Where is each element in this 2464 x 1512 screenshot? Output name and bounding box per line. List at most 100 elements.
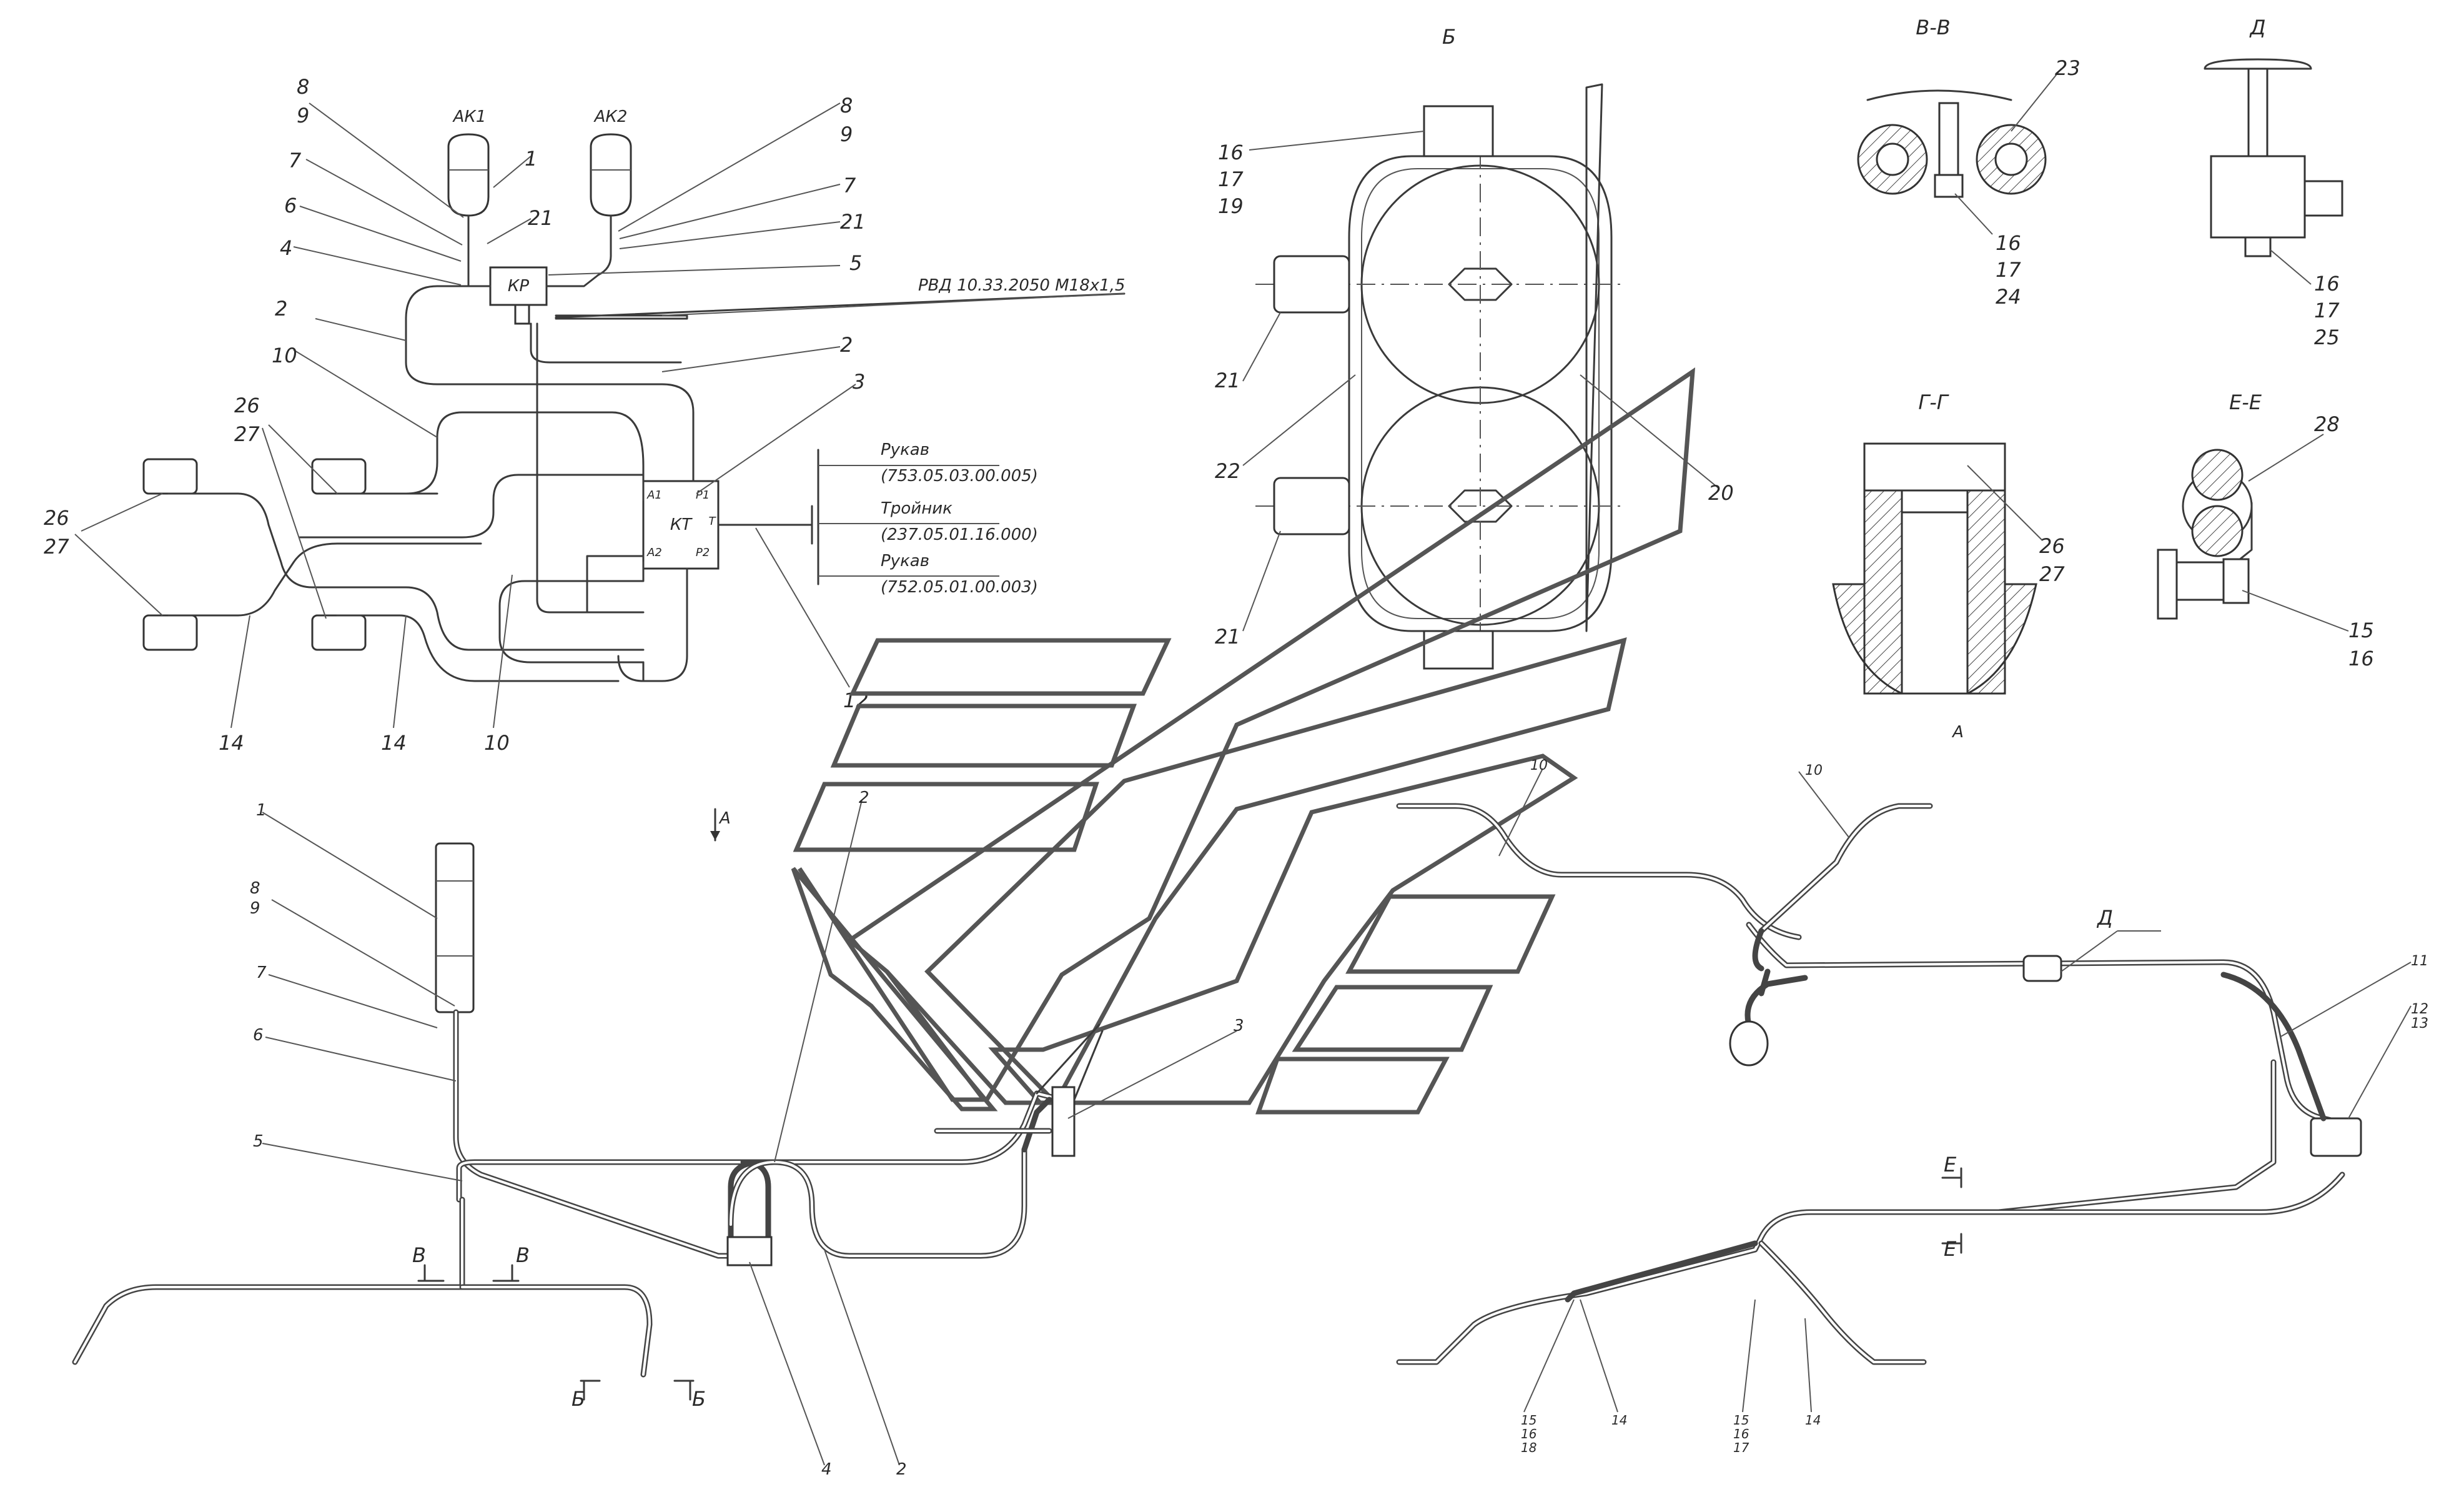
sch-pos-27b: 27 [44, 535, 69, 559]
section-e-top: Е [1944, 1153, 1957, 1176]
asm-pos-8: 8 [250, 879, 260, 898]
sch-pos-4: 4 [280, 236, 292, 260]
callout-sleeve-1: Рукав [881, 440, 929, 459]
ee-pos-16: 16 [2348, 647, 2374, 670]
sch-pos-14b: 14 [381, 731, 407, 755]
brake-valve-3 [1051, 1086, 1076, 1157]
sch-pos-7b: 7 [843, 174, 856, 197]
sch-pos-26a: 26 [234, 394, 260, 417]
section-b-left: Б [571, 1387, 585, 1411]
callout-sleeve-1-code: (753.05.03.00.005) [881, 467, 1038, 485]
accumulator-main [435, 842, 475, 1013]
section-gg-detail: Г-Г 26 27 А [1832, 390, 2065, 742]
section-markers: А В В Б Б Е Е Д [412, 808, 2161, 1411]
callout-sleeve-2: Рукав [881, 552, 929, 570]
asm-pos-16b: 16 [1733, 1426, 1749, 1441]
asm-pos-15b: 15 [1733, 1413, 1749, 1428]
assembly-leaders [262, 768, 2412, 1466]
asm-pos-6: 6 [253, 1026, 264, 1045]
asm-pos-17: 17 [1733, 1440, 1749, 1455]
block-kt [642, 480, 720, 570]
asm-pos-12: 12 [2411, 1002, 2428, 1017]
section-e-bottom: Е [1944, 1237, 1957, 1261]
asm-pos-15a: 15 [1521, 1413, 1536, 1428]
cylinder-3 [142, 614, 198, 651]
section-vv-detail: В-В 23 16 17 24 [1857, 16, 2081, 309]
asm-pos-16a: 16 [1521, 1426, 1536, 1441]
kr-label: КР [508, 277, 529, 296]
sch-pos-9b: 9 [840, 122, 853, 146]
kt-label: КТ [670, 515, 693, 534]
vd-pos-16: 16 [2314, 272, 2340, 296]
port-a1: А1 [646, 489, 662, 502]
sch-pos-8b: 8 [840, 94, 853, 117]
ee-pos-15: 15 [2348, 619, 2374, 642]
asm-pos-10a: 10 [1530, 758, 1548, 773]
vb-pos-16: 16 [1218, 141, 1244, 164]
vb-pos-21a: 21 [1215, 369, 1240, 392]
cylinder-4 [311, 614, 367, 651]
sch-pos-7a: 7 [289, 149, 302, 172]
vb-pos-19: 19 [1218, 194, 1244, 218]
callout-sleeve-2-code: (752.05.01.00.003) [881, 578, 1038, 597]
vd-pos-17: 17 [2314, 299, 2340, 322]
actuator-d [2022, 955, 2062, 982]
vb-pos-17: 17 [1218, 167, 1244, 191]
sch-pos-14a: 14 [219, 731, 244, 755]
cylinder-1 [142, 458, 198, 495]
asm-pos-3: 3 [1234, 1017, 1244, 1035]
accumulator-ak1 [447, 133, 490, 259]
callout-tee-code: (237.05.01.16.000) [881, 525, 1038, 544]
sch-pos-10a: 10 [272, 344, 297, 367]
callout-tee: Тройник [881, 499, 952, 518]
port-p2: Р2 [696, 546, 710, 559]
asm-pos-11: 11 [2411, 953, 2428, 969]
sch-pos-6: 6 [284, 194, 297, 217]
asm-pos-1: 1 [256, 801, 267, 820]
sch-pos-21a: 21 [528, 206, 553, 230]
sch-pos-10b: 10 [484, 731, 510, 755]
port-t: Т [709, 515, 717, 528]
asm-pos-2b: 2 [896, 1460, 907, 1479]
sch-pos-5: 5 [849, 251, 862, 275]
vv-pos-16: 16 [1996, 231, 2021, 255]
section-ee-title: Е-Е [2229, 390, 2262, 414]
hydraulic-schematic: АК1 АК2 КР КТ А1 А2 Р1 Р2 Т РВД 10.33.20… [44, 75, 1126, 755]
view-d-title: Д [2249, 16, 2266, 39]
vb-pos-20: 20 [1708, 481, 1734, 505]
sch-pos-27a: 27 [234, 422, 260, 446]
view-d-mark: Д [2096, 906, 2113, 930]
section-ee-detail: Е-Е 28 15 16 [2157, 390, 2374, 670]
ee-pos-28: 28 [2314, 412, 2340, 436]
sch-pos-21b: 21 [840, 210, 866, 234]
accumulator-ak2 [590, 133, 632, 237]
view-b-title: Б [1442, 25, 1456, 49]
asm-pos-10b: 10 [1805, 763, 1823, 778]
section-gg-title: Г-Г [1918, 390, 1949, 414]
asm-pos-5: 5 [253, 1132, 264, 1151]
asm-pos-9: 9 [250, 899, 260, 918]
section-vv-title: В-В [1916, 16, 1950, 39]
cylinder-right [2310, 1117, 2362, 1157]
vd-pos-25: 25 [2314, 326, 2340, 349]
pipe-runs [72, 803, 2362, 1378]
sch-pos-8a: 8 [297, 75, 309, 99]
vv-pos-24: 24 [1996, 285, 2021, 309]
assembly-labels: 1 8 9 7 6 5 2 3 4 2 10 10 11 12 13 15 16… [250, 758, 2428, 1479]
ak2-label: АК2 [593, 107, 628, 126]
sch-pos-26b: 26 [44, 506, 69, 530]
asm-pos-4: 4 [821, 1460, 832, 1479]
section-v-right: В [516, 1243, 530, 1267]
gg-pos-26: 26 [2039, 534, 2065, 558]
arrow-a-label: А [718, 809, 731, 828]
sch-pos-9a: 9 [297, 104, 309, 127]
section-v-left: В [412, 1243, 426, 1267]
vb-pos-22: 22 [1215, 459, 1240, 483]
section-b-right: Б [692, 1387, 706, 1411]
valve-kr [489, 266, 548, 306]
sch-pos-3: 3 [853, 370, 865, 394]
asm-pos-14a: 14 [1611, 1413, 1627, 1428]
vv-pos-17: 17 [1996, 258, 2021, 282]
ak1-label: АК1 [452, 107, 487, 126]
